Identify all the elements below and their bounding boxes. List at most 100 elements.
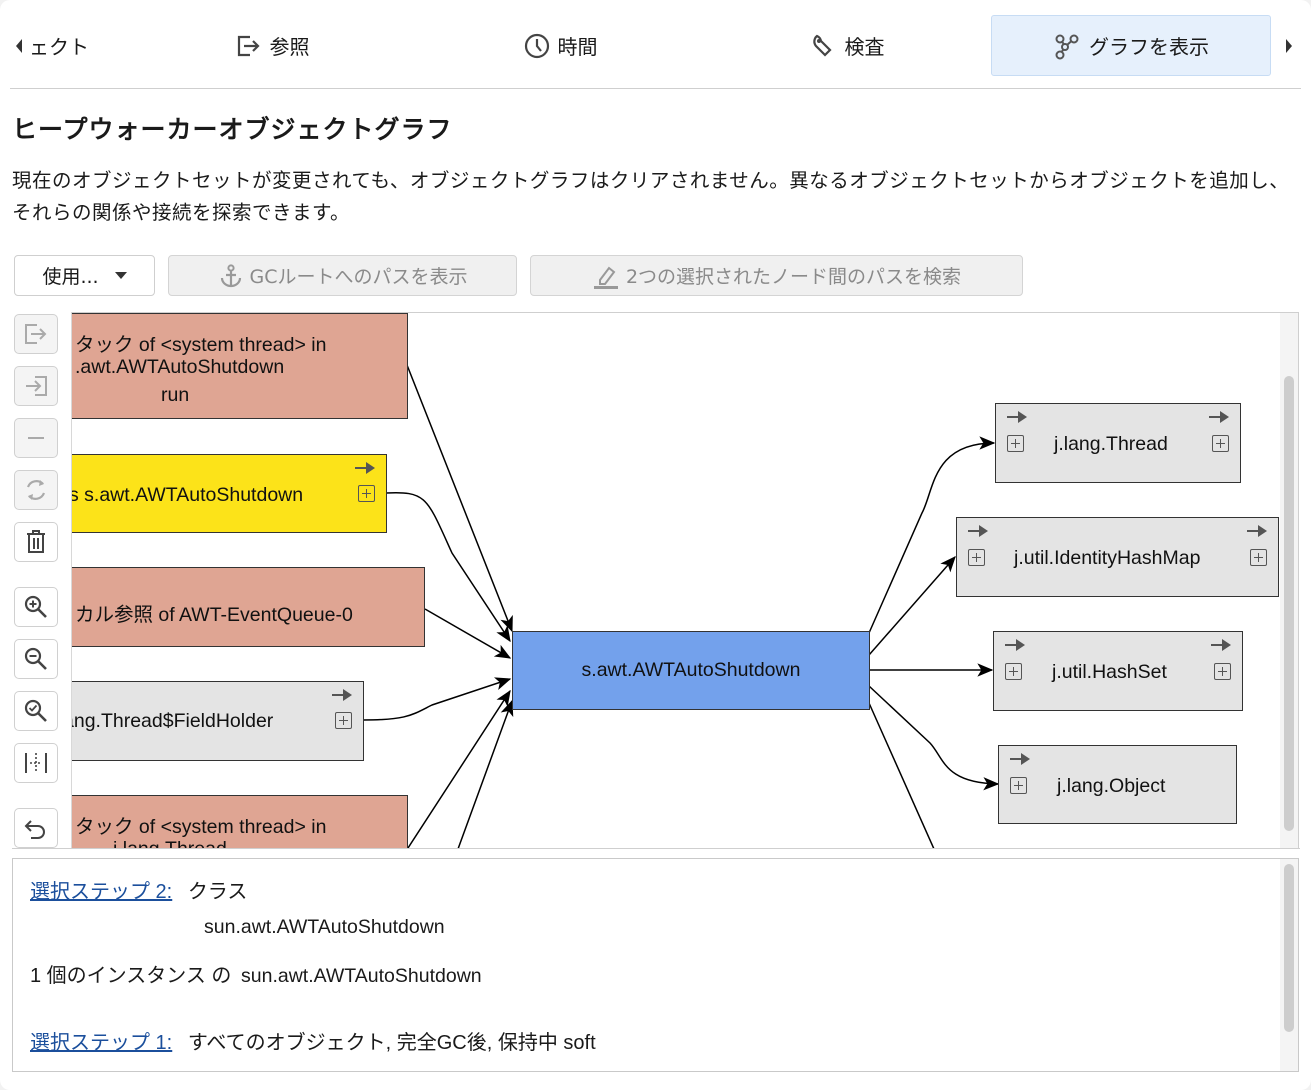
selection-step-2-class: sun.awt.AWTAutoShutdown	[204, 916, 445, 938]
tab-inspections[interactable]: 検査	[765, 15, 930, 76]
graph-node-gc-root[interactable]: タック of <system thread> in .awt.AWTAutoSh…	[72, 313, 408, 419]
layout-icon	[25, 753, 47, 773]
divider	[10, 88, 1301, 89]
edge-center-offscreen	[868, 702, 935, 848]
zoom-fit-icon	[24, 699, 47, 722]
show-path-to-gc-root-label: GCルートへのパスを表示	[249, 266, 468, 288]
show-incoming-references-button[interactable]	[14, 366, 58, 406]
graph-node-gc-root[interactable]: カル参照 of AWT-EventQueue-0	[72, 567, 425, 647]
expand-icon[interactable]	[358, 485, 375, 502]
selection-step-1-row: 選択ステップ 1: すべてのオブジェクト, 完全GC後, 保持中 soft	[30, 1026, 596, 1055]
graph-vertical-scrollbar[interactable]	[1280, 313, 1298, 848]
graph-node-selected-instance[interactable]: s s.awt.AWTAutoShutdown	[72, 454, 387, 533]
delete-button[interactable]	[14, 522, 58, 562]
expand-icon[interactable]	[968, 549, 985, 566]
arrow-right-icon[interactable]	[1246, 524, 1268, 538]
info-vertical-scrollbar[interactable]	[1280, 859, 1298, 1071]
use-dropdown-button[interactable]: 使用...	[14, 255, 155, 296]
zoom-out-icon	[24, 647, 47, 670]
minus-icon	[28, 437, 44, 439]
refresh-icon	[26, 480, 46, 500]
expand-icon[interactable]	[1010, 777, 1027, 794]
node-label: j.lang.Thread	[1054, 433, 1168, 455]
node-label: j.util.HashSet	[1052, 661, 1167, 683]
chevron-right-icon	[1286, 39, 1292, 53]
tab-graph[interactable]: グラフを表示	[991, 15, 1271, 76]
node-label: run	[161, 384, 190, 406]
tab-references[interactable]: 参照	[190, 15, 355, 76]
tab-scroll-left-button[interactable]	[14, 38, 28, 54]
zoom-out-button[interactable]	[14, 639, 58, 679]
graph-node-class[interactable]: ang.Thread$FieldHolder	[72, 681, 364, 761]
arrow-right-icon[interactable]	[1208, 410, 1230, 424]
tab-label: 参照	[269, 35, 310, 59]
arrow-right-icon[interactable]	[967, 524, 989, 538]
selection-step-1-text: すべてのオブジェクト, 完全GC後, 保持中 soft	[187, 1032, 596, 1054]
undo-icon	[24, 820, 45, 839]
expand-icon[interactable]	[1005, 663, 1022, 680]
node-label: s s.awt.AWTAutoShutdown	[72, 484, 304, 506]
refresh-button[interactable]	[14, 470, 58, 510]
expand-icon[interactable]	[335, 712, 352, 729]
node-label: カル参照 of AWT-EventQueue-0	[75, 604, 353, 626]
arrow-right-icon[interactable]	[1004, 638, 1026, 652]
selection-steps-panel: 選択ステップ 2: クラス sun.awt.AWTAutoShutdown 1 …	[12, 858, 1299, 1072]
selection-step-2-link[interactable]: 選択ステップ 2:	[30, 881, 173, 903]
tab-time[interactable]: 時間	[478, 15, 643, 76]
node-label: j.lang.Object	[1057, 775, 1166, 797]
edge-center-identityhashmap	[868, 555, 956, 656]
arrow-right-icon[interactable]	[354, 461, 376, 475]
highlighter-icon	[593, 266, 618, 289]
selection-step-1-link[interactable]: 選択ステップ 1:	[30, 1032, 173, 1054]
tab-objects[interactable]: ェクト	[28, 15, 138, 76]
tab-label: 時間	[557, 35, 598, 59]
divider	[71, 312, 72, 848]
object-graph-canvas[interactable]: タック of <system thread> in .awt.AWTAutoSh…	[72, 312, 1299, 848]
zoom-in-button[interactable]	[14, 587, 58, 627]
tab-label: グラフを表示	[1089, 35, 1209, 59]
page-title: ヒープウォーカーオブジェクトグラフ	[12, 115, 453, 144]
divider	[12, 848, 1300, 849]
graph-node-class[interactable]: j.util.IdentityHashMap	[956, 517, 1279, 597]
tab-label: ェクト	[29, 35, 89, 59]
graph-node-class[interactable]: j.lang.Thread	[995, 403, 1241, 483]
expand-icon[interactable]	[1250, 549, 1267, 566]
layout-button[interactable]	[14, 743, 58, 783]
show-path-to-gc-root-button[interactable]: GCルートへのパスを表示	[168, 255, 517, 296]
node-label: タック of <system thread> in	[75, 816, 327, 838]
show-outgoing-references-button[interactable]	[14, 314, 58, 354]
graph-icon	[1055, 34, 1079, 59]
tab-label: 検査	[844, 35, 885, 59]
arrow-right-icon[interactable]	[1009, 752, 1031, 766]
find-path-between-nodes-button[interactable]: 2つの選択されたノード間のパスを検索	[530, 255, 1023, 296]
expand-icon[interactable]	[1214, 663, 1231, 680]
use-dropdown-label: 使用...	[42, 266, 99, 288]
expand-icon[interactable]	[1007, 435, 1024, 452]
graph-side-toolbar	[12, 312, 72, 848]
graph-node-gc-root[interactable]: タック of <system thread> in j.lang.Thread	[72, 795, 408, 848]
tab-scroll-right-button[interactable]	[1284, 38, 1298, 54]
trash-icon	[27, 530, 45, 553]
graph-node-class[interactable]: j.util.HashSet	[993, 631, 1243, 711]
selection-step-2-row: 選択ステップ 2: クラス	[30, 875, 247, 904]
caret-down-icon	[114, 272, 127, 279]
arrow-right-icon[interactable]	[1210, 638, 1232, 652]
remove-node-button[interactable]	[14, 418, 58, 458]
scrollbar-thumb[interactable]	[1284, 864, 1294, 1032]
scrollbar-thumb[interactable]	[1284, 376, 1294, 831]
edge-center-object	[868, 685, 1000, 791]
instance-count-text: 1 個のインスタンス の	[30, 965, 232, 987]
node-label: j.util.IdentityHashMap	[1014, 547, 1201, 569]
arrow-right-icon[interactable]	[1006, 410, 1028, 424]
edge-root2-center	[424, 608, 512, 659]
undo-button[interactable]	[14, 808, 58, 848]
arrow-right-icon[interactable]	[331, 688, 353, 702]
instance-count-row: 1 個のインスタンス の sun.awt.AWTAutoShutdown	[30, 959, 482, 988]
export-icon	[25, 324, 47, 344]
graph-node-focused[interactable]: s.awt.AWTAutoShutdown	[512, 631, 870, 710]
node-label: s.awt.AWTAutoShutdown	[581, 659, 801, 681]
graph-node-class[interactable]: j.lang.Object	[998, 745, 1237, 824]
zoom-fit-button[interactable]	[14, 691, 58, 731]
expand-icon[interactable]	[1212, 435, 1229, 452]
